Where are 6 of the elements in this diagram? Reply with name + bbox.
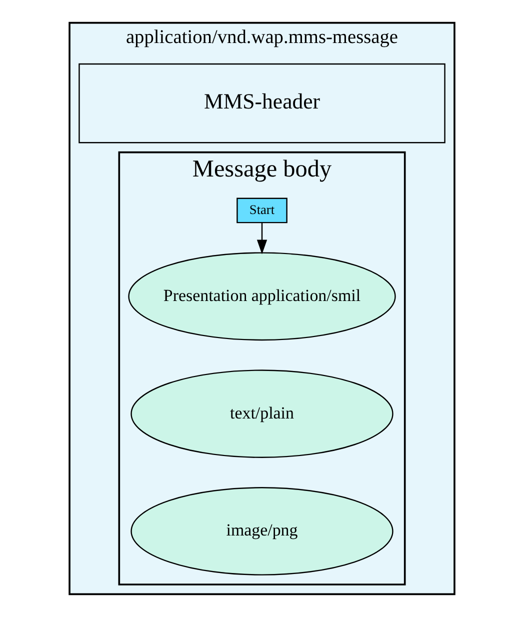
node-box: Start: [236, 198, 287, 224]
node-ellipse: image/png: [130, 487, 393, 576]
arrow: [256, 222, 267, 254]
node-box: MMS-header: [78, 63, 445, 144]
node-ellipse: text/plain: [130, 370, 393, 458]
node-ellipse: Presentation application/smil: [128, 252, 396, 341]
